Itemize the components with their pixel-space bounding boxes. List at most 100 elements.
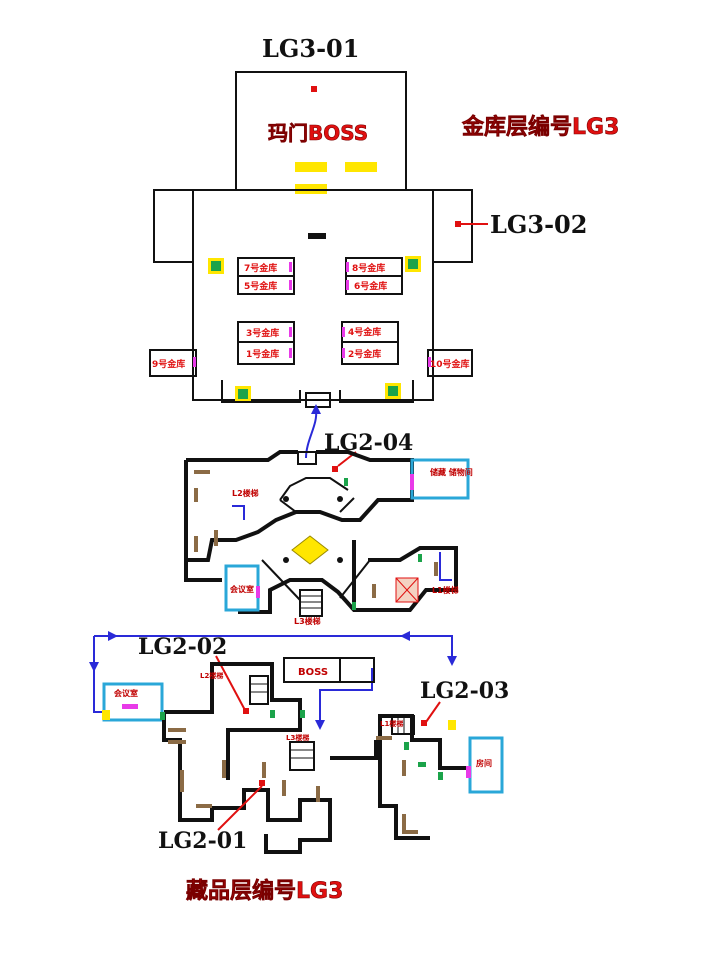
stair-l1-lower-label: L1楼梯 (380, 719, 403, 728)
pillar (283, 557, 289, 563)
furniture (402, 830, 418, 834)
vault-9-label: 9号金库 (152, 358, 185, 370)
storage-room-label: 储藏 储物间 (429, 467, 473, 477)
left-room-label: 会议室 (230, 584, 254, 594)
vault-10-label: 10号金库 (430, 358, 470, 370)
furniture (180, 770, 184, 792)
vault-4-label: 4号金库 (348, 326, 381, 338)
boss-room-label: 玛门BOSS (268, 121, 368, 145)
loot-marker (211, 261, 221, 271)
vault-1 (237, 341, 295, 365)
route-line (232, 505, 245, 520)
east-wing (432, 189, 473, 263)
loot-marker (238, 389, 248, 399)
marker-pointer (217, 785, 263, 831)
marker-lg2-03: LG2-03 (420, 678, 509, 704)
vault-7-label: 7号金库 (244, 262, 277, 274)
meeting-room (102, 682, 164, 722)
blocked-cross (395, 577, 419, 603)
yellow-marker (102, 710, 110, 720)
vault-door (342, 348, 345, 358)
yellow-marker (345, 162, 377, 172)
door (418, 762, 426, 767)
middle-floor-walls (184, 450, 414, 582)
furniture (194, 470, 210, 474)
door (160, 712, 165, 720)
vault-door (289, 327, 292, 337)
central-chamber (261, 559, 371, 601)
boss-label: BOSS (298, 667, 328, 678)
south-corridor (339, 380, 414, 403)
stair-landing (305, 392, 331, 408)
boss-spawn-marker (311, 86, 317, 92)
vault-door (342, 327, 345, 337)
arrow-icon (400, 631, 410, 641)
door (438, 772, 443, 780)
lg2-02-marker (243, 708, 249, 714)
furniture (168, 740, 186, 744)
loot-marker (388, 386, 398, 396)
stair-l2-lower-label: L2楼梯 (200, 671, 223, 680)
lower-floor-walls (264, 820, 332, 854)
main-hall (192, 189, 434, 401)
door (404, 742, 409, 750)
stair-l3-lower (289, 741, 315, 771)
vault-5 (237, 275, 295, 295)
south-corridor (221, 380, 301, 403)
yellow-marker (448, 720, 456, 730)
central-altar (291, 535, 329, 565)
route-line (305, 409, 318, 459)
stair-l2-label: L2楼梯 (232, 488, 259, 498)
pillar (337, 557, 343, 563)
pillar (337, 496, 343, 502)
furniture (222, 760, 226, 778)
marker-lg2-02: LG2-02 (138, 634, 227, 660)
route-line (319, 668, 373, 724)
boss-annex (339, 657, 375, 683)
furniture (316, 786, 320, 802)
vault-2-label: 2号金库 (348, 348, 381, 360)
furniture (376, 736, 392, 740)
arrow-icon (315, 720, 325, 730)
furniture (168, 728, 186, 732)
door (344, 478, 348, 486)
right-room (468, 736, 504, 794)
route-line (94, 635, 453, 660)
arrow-icon (108, 631, 118, 641)
marker-lg3-02: LG3-02 (490, 210, 587, 239)
vault-door (346, 262, 349, 272)
meeting-room-door (122, 704, 138, 709)
storage-room (410, 458, 470, 500)
vault-door (289, 348, 292, 358)
yellow-marker (295, 162, 327, 172)
lower-floor-walls (162, 712, 332, 822)
loot-marker (408, 259, 418, 269)
lower-floor-walls (164, 662, 302, 780)
black-marker (308, 233, 326, 239)
route-line (439, 552, 452, 581)
lg3-02-marker (455, 221, 461, 227)
stair-l3 (299, 589, 323, 617)
marker-lg2-01: LG2-01 (158, 828, 247, 854)
arrow-icon (447, 656, 457, 666)
lower-floor-walls (330, 740, 430, 840)
furniture (402, 814, 406, 830)
vault-door (289, 280, 292, 290)
vault-floor-title: 金库层编号LG3 (461, 114, 619, 140)
vault-6-label: 6号金库 (354, 280, 387, 292)
vault-door (346, 280, 349, 290)
meeting-room-label: 会议室 (114, 688, 138, 698)
furniture (434, 562, 438, 576)
door (418, 554, 422, 562)
furniture (196, 804, 212, 808)
stair-l3-label: L3楼梯 (294, 616, 321, 626)
vault-5-label: 5号金库 (244, 280, 277, 292)
arrow-icon (89, 662, 99, 672)
right-room-door (466, 766, 471, 778)
door (352, 602, 356, 610)
door (300, 710, 305, 718)
stair-l1-label: L1楼梯 (432, 585, 459, 595)
right-room-label: 房间 (476, 758, 492, 768)
lower-floor-walls (378, 714, 470, 770)
